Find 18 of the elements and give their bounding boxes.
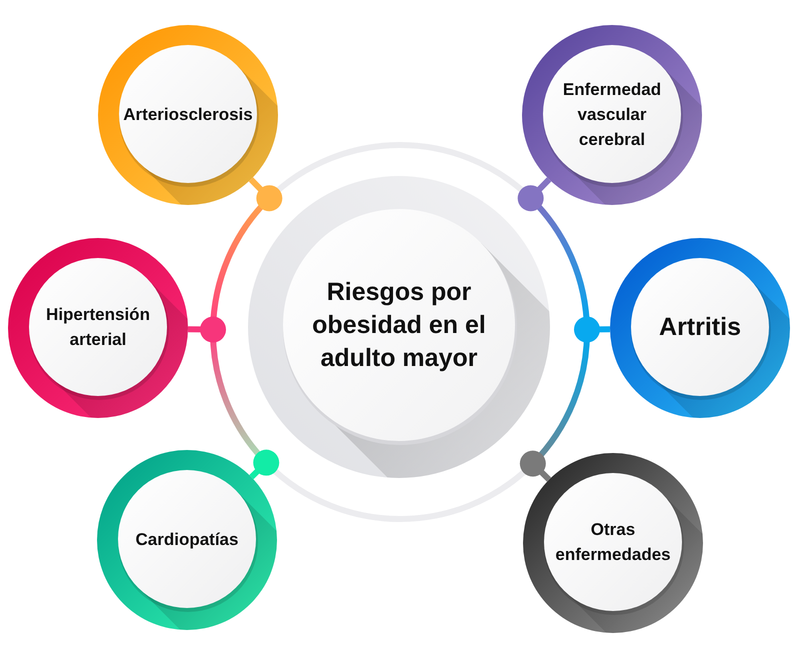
topic-circle [98,25,278,205]
connector-line [249,450,280,480]
connector-line [248,177,282,212]
topic-label: Arteriosclerosis [123,104,253,126]
connector-line [520,450,552,482]
topic-label: Cardiopatías [136,528,238,550]
connector-line [518,177,552,212]
topic-circle [523,453,703,633]
connector-line [574,316,610,342]
topic-label: Enfermedad vascular cerebral [562,78,662,150]
connector-line [188,316,226,343]
central-title: Riesgos por obesidad en el adulto mayor [311,276,487,374]
topic-circle [522,25,702,205]
topic-label: Otras enfermedades [554,519,672,566]
topic-circle [97,450,277,630]
topic-circle [610,238,790,418]
topic-label: Artritis [659,312,741,342]
topic-label: Hipertensión arterial [45,304,151,351]
